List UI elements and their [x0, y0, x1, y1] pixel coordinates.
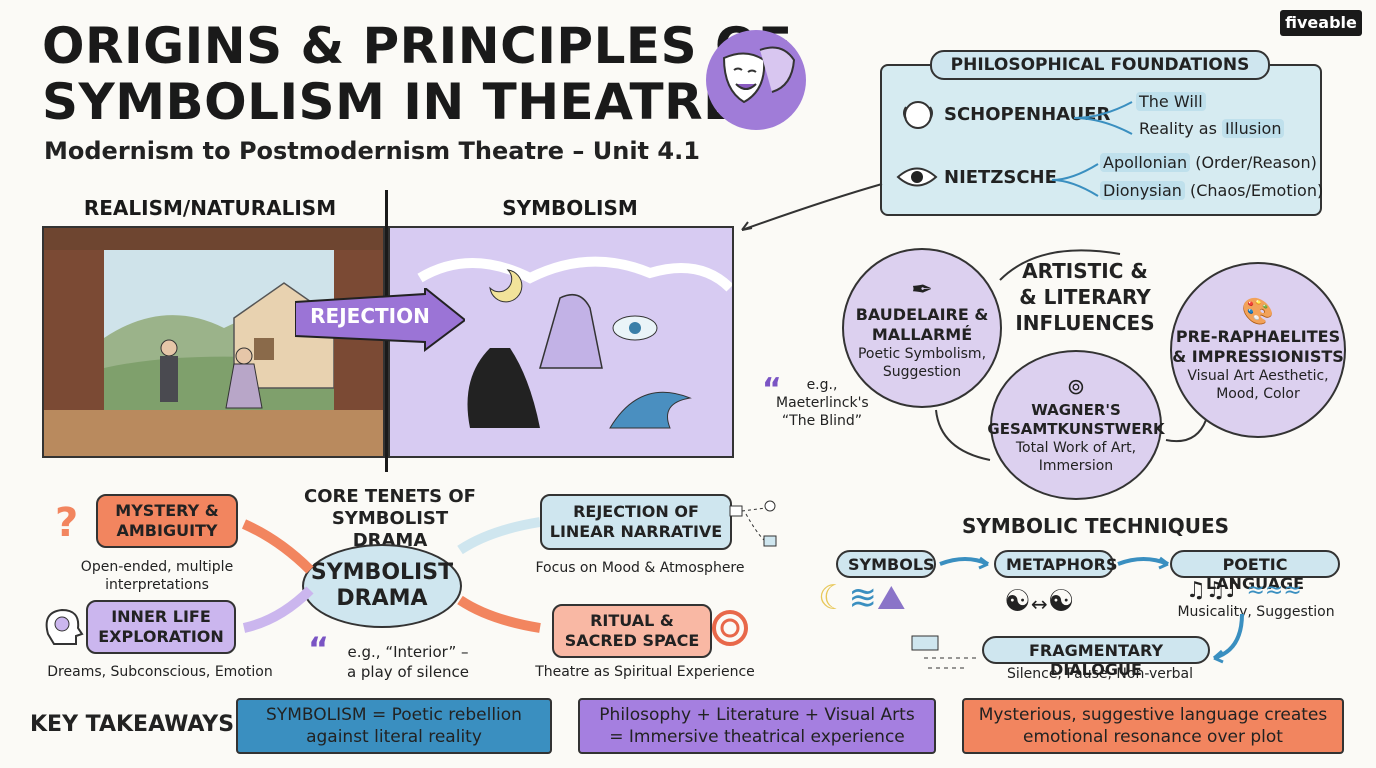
- interior-quote: e.g., “Interior” –a play of silence: [346, 643, 470, 681]
- scattered-nodes-icon: [729, 500, 777, 547]
- interior-quote-icon: “: [308, 630, 330, 668]
- question-mark-icon: ?: [55, 500, 79, 546]
- linear-narrative-desc: Focus on Mood & Atmosphere: [535, 560, 745, 576]
- tenet-arrows: [241, 517, 541, 633]
- techniques-heading: SYMBOLIC TECHNIQUES: [962, 514, 1230, 538]
- fragment-arrow: [1213, 613, 1244, 664]
- yin-yang-icon: ☯: [1047, 584, 1075, 619]
- brand-logo: fiveable: [1280, 10, 1362, 36]
- yin-yang-icon: ☯: [1004, 584, 1031, 619]
- mystery-box: MYSTERY &AMBIGUITY: [96, 494, 238, 548]
- symbolism-stage: [388, 226, 734, 458]
- takeaways-label: KEY TAKEAWAYS: [30, 712, 235, 737]
- nietzsche-connector: [1051, 163, 1099, 197]
- nietzsche-dionysian: Dionysian (Chaos/Emotion): [1100, 181, 1323, 200]
- head-brain-icon: [40, 604, 84, 648]
- technique-arrows: [939, 556, 1169, 570]
- quill-icon: ✒: [911, 275, 933, 305]
- wave-icon: ≋: [848, 578, 877, 618]
- schopenhauer-will: The Will: [1136, 92, 1206, 111]
- philosophy-heading: PHILOSOPHICAL FOUNDATIONS: [930, 50, 1270, 80]
- symbolism-label: SYMBOLISM: [502, 196, 638, 220]
- nietzsche-eye-icon: [896, 160, 938, 194]
- baudelaire-circle: ✒ BAUDELAIRE &MALLARMÉ Poetic Symbolism,…: [842, 248, 1002, 408]
- realism-label: REALISM/NATURALISM: [83, 196, 337, 220]
- ritual-desc: Theatre as Spiritual Experience: [535, 664, 755, 680]
- theatre-masks-icon: [706, 30, 806, 130]
- rejection-arrow: REJECTION: [295, 288, 465, 352]
- music-notes-icon: ♫♫♪ ≈≈≈: [1186, 578, 1302, 603]
- schopenhauer-label: SCHOPENHAUER: [944, 104, 1111, 125]
- metaphor-icons: ☯↔☯: [1004, 584, 1075, 619]
- venn-icon: ⊚: [1066, 375, 1086, 400]
- palette-icon: 🎨: [1241, 297, 1275, 327]
- speech-fragments-icon: [911, 635, 976, 669]
- philosophy-arrow: [741, 183, 883, 231]
- veiled-figure-icon: ⛰: [876, 578, 906, 618]
- poetic-language-pill: POETIC LANGUAGE: [1170, 550, 1340, 593]
- nietzsche-apollonian: Apollonian (Order/Reason): [1100, 153, 1317, 172]
- symbols-icons: ☾≋⛰: [818, 578, 906, 618]
- metaphors-pill: METAPHORS: [994, 550, 1117, 578]
- influence-cycle-arrows: [935, 249, 1207, 461]
- inner-life-desc: Dreams, Subconscious, Emotion: [47, 664, 273, 680]
- rejection-label: REJECTION: [310, 304, 430, 328]
- symbolist-drama-center: SYMBOLIST DRAMA: [302, 544, 462, 628]
- fragmentary-dialogue-pill: FRAGMENTARY DIALOGUE: [982, 636, 1210, 679]
- schopenhauer-portrait-icon: [898, 95, 938, 137]
- page-subtitle: Modernism to Postmodernism Theatre – Uni…: [44, 137, 700, 165]
- poetic-language-desc: Musicality, Suggestion: [1177, 604, 1335, 620]
- arrow-both-icon: ↔: [1030, 592, 1048, 616]
- maeterlinck-quote: “ e.g., Maeterlinck's “The Blind”: [762, 372, 869, 430]
- fragmentary-dialogue-desc: Silence, Pause, Non-verbal: [1006, 666, 1194, 682]
- nietzsche-label: NIETZSCHE: [944, 167, 1057, 188]
- sound-wave-icon: ≈≈≈: [1246, 578, 1302, 603]
- influences-heading: ARTISTIC & & LITERARY INFLUENCES: [1015, 259, 1155, 335]
- ritual-circle-icon: [712, 610, 748, 646]
- schopenhauer-connector: [1073, 101, 1133, 135]
- quote-icon: “: [762, 372, 782, 407]
- ritual-box: RITUAL &SACRED SPACE: [552, 604, 712, 658]
- moon-icon: ☾: [818, 578, 849, 618]
- takeaway-2: Philosophy + Literature + Visual Arts= I…: [578, 698, 936, 754]
- schopenhauer-illusion: Reality as Illusion: [1139, 119, 1285, 138]
- preraphaelite-circle: 🎨 PRE-RAPHAELITES& IMPRESSIONISTS Visual…: [1170, 262, 1346, 438]
- page-title: ORIGINS & PRINCIPLES OF SYMBOLISM IN THE…: [42, 17, 793, 131]
- symbols-pill: SYMBOLS: [836, 550, 936, 578]
